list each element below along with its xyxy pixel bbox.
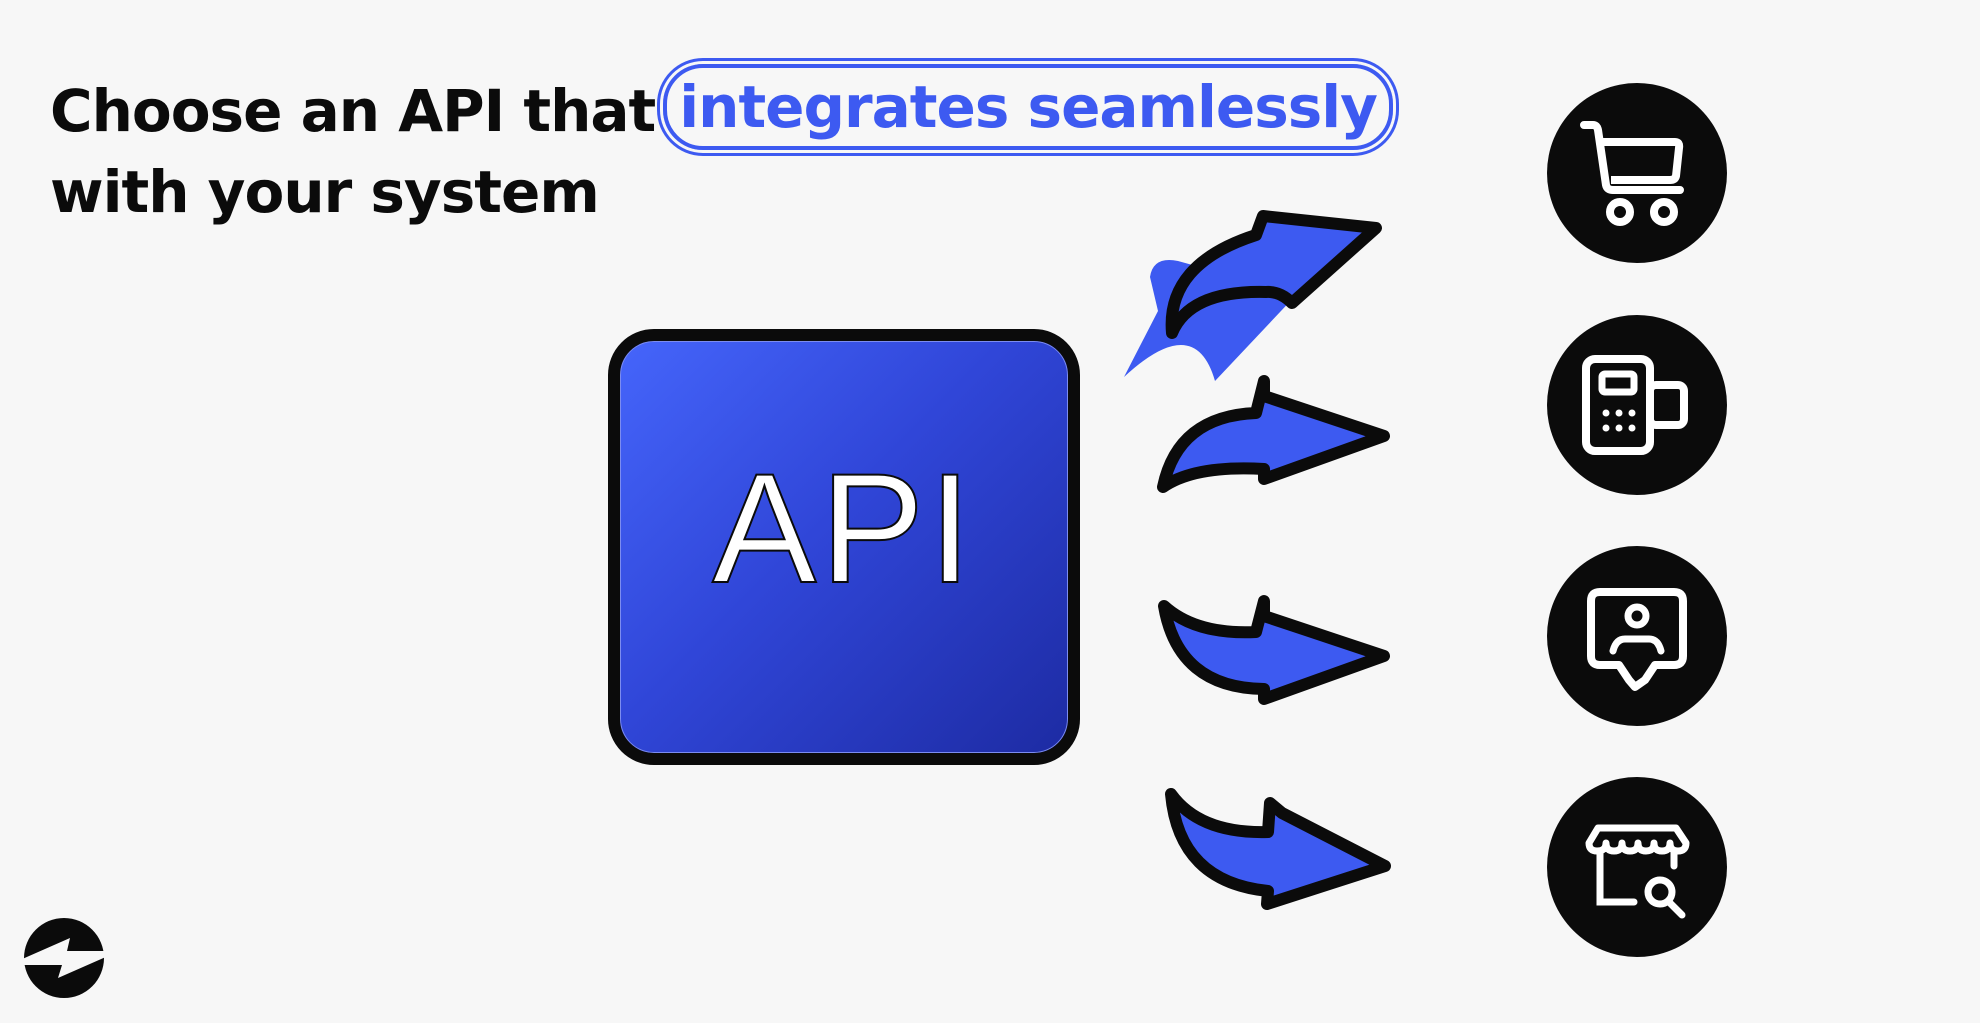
arrow-to-profile [1158, 595, 1390, 705]
api-box: API [608, 329, 1080, 765]
headline-highlight: integrates seamlessly [663, 64, 1393, 150]
payment-terminal-icon [1547, 315, 1727, 495]
headline-line-2: with your system [50, 158, 600, 226]
api-label: API [711, 442, 976, 616]
headline-text: Choose an API that [50, 77, 656, 145]
storefront-search-icon [1547, 777, 1727, 957]
brand-logo-icon [20, 918, 108, 998]
arrow-to-cart [1124, 210, 1382, 381]
arrow-to-terminal [1157, 375, 1390, 493]
arrow-to-storefront [1165, 788, 1391, 910]
shopping-cart-icon [1547, 83, 1727, 263]
user-profile-card-icon [1547, 546, 1727, 726]
